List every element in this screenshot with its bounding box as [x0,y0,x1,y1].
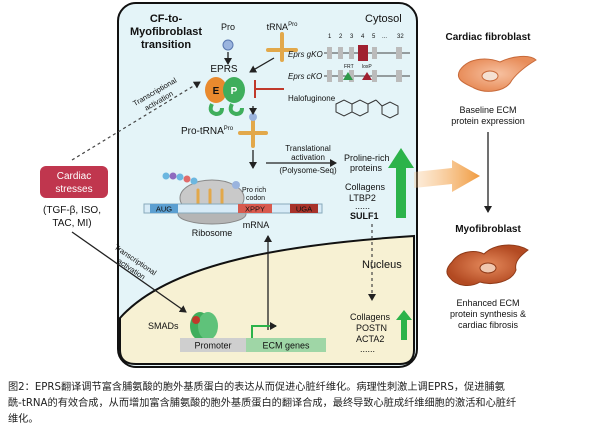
enhanced-line-2: protein synthesis & [450,309,526,319]
promoter-region [180,338,246,352]
svg-text:4: 4 [361,34,365,40]
halofuginone-label: Halofuginone [288,94,336,103]
caption-line-3: 维化。 [8,414,39,425]
orange-arrow-to-myofibroblast [414,160,480,192]
uga-codon: UGA [296,205,312,214]
cytosol-label: Cytosol [365,13,402,25]
uga-codon-box [290,204,318,213]
cardiac-stresses-line-2: stresses [55,184,92,195]
arrow-to-smads [71,231,187,313]
svg-text:...: ... [382,34,387,40]
translational-activation-line-1: Translational [285,144,331,153]
polypeptide-chain [162,172,198,185]
nuclear-postn-item: POSTN [356,323,387,333]
dashed-arrow-to-eprs [71,81,201,161]
mrna-strand [143,203,323,214]
nucleus-label: Nucleus [362,259,402,271]
eprs-p-domain: P [231,86,238,97]
aug-codon-box [150,204,178,213]
svg-text:2: 2 [339,34,343,40]
aug-codon: AUG [156,205,172,214]
svg-text:1: 1 [328,34,332,40]
title-line-1: CF-to- [150,13,183,25]
baseline-line-2: protein expression [451,116,525,126]
trna-icon [266,32,298,62]
ecm-genes-label: ECM genes [262,341,310,351]
cko-label: Eprs cKO [288,72,322,81]
eprs-label: EPRS [210,64,238,75]
ribosome-label: Ribosome [192,228,233,238]
gko-label: Eprs gKO [288,50,323,59]
title-line-2: Myofibroblast [130,26,202,38]
increase-arrow-nucleus [396,310,412,340]
frt-label: FRT [344,64,354,70]
cardiac-stresses-line-1: Cardiac [57,171,91,182]
xppy-codon-box [238,204,272,213]
svg-text:32: 32 [397,34,404,40]
protrna-icon [238,118,268,148]
nuclear-ellipsis-item: ...... [360,344,375,354]
protrna-label: Pro-tRNAPro [181,126,234,137]
translational-activation-line-3: (Polysome-Seq) [279,166,337,175]
increase-arrow-cytosol [388,148,414,218]
cardiac-fibroblast-label: Cardiac fibroblast [445,32,531,43]
myofibroblast-nucleus-icon [479,262,497,274]
ellipsis-item: ...... [355,201,370,211]
ecm-genes-region [246,338,326,352]
cardiac-stresses-box [40,166,108,198]
svg-text:5: 5 [372,34,376,40]
proline-molecule [222,39,234,51]
cko-gene-schematic [324,70,410,82]
smads-label: SMADs [148,321,179,331]
exon-numbers: 1 2 3 4 5 ... 32 [328,34,404,40]
pro-rich-codon-line-2: codon [246,195,265,202]
protrna-proline [249,113,257,121]
translational-activation-line-2: activation [291,153,325,162]
stress-list-line-2: TAC, MI) [52,218,91,229]
sulf1-item: SULF1 [350,211,379,221]
nuclear-collagens-item: Collagens [350,312,391,322]
pro-rich-codon-marker [232,181,240,189]
figure-caption: 图2：EPRS翻译调节富含脯氨酸的胞外基质蛋白的表达从而促进心脏纤维化。病理性刺… [8,380,592,428]
trna-label: tRNAPro [267,22,299,32]
title-line-3: transition [141,39,191,51]
transcription-start-arrow [251,322,277,338]
promoter-label: Promoter [194,341,231,351]
eprs-enzyme-icon [205,77,245,117]
eprs-e-domain: E [213,86,220,97]
svg-text:3: 3 [350,34,354,40]
fibroblast-nucleus-icon [481,70,499,82]
mrna-label: mRNA [243,220,270,230]
halofuginone-structure [335,99,399,119]
collagens-item: Collagens [345,182,386,192]
nuclear-acta2-item: ACTA2 [356,334,384,344]
gko-gene-schematic [324,45,410,61]
smads-icon [190,312,218,340]
pro-rich-codon-line-1: Pro rich [242,187,266,194]
pro-label: Pro [221,22,235,32]
xppy-codon: XPPY [245,205,265,214]
myofibroblast-label: Myofibroblast [455,224,521,235]
arrow-trna-to-eprs [249,57,275,73]
caption-line-2: 酰-tRNA的有效合成，从而增加富含脯氨酸的胞外基质蛋白的翻译合成，最终导致心脏… [8,398,517,409]
caption-line-1: 图2：EPRS翻译调节富含脯氨酸的胞外基质蛋白的表达从而促进心脏纤维化。病理性刺… [8,382,505,393]
enhanced-line-1: Enhanced ECM [456,298,519,308]
stress-list-line-1: (TGF-β, ISO, [43,205,101,216]
proline-rich-line-1: Proline-rich [344,153,390,163]
baseline-line-1: Baseline ECM [459,105,516,115]
enhanced-line-3: cardiac fibrosis [458,320,519,330]
loxp-label: loxP [362,64,372,70]
ltbp2-item: LTBP2 [349,193,376,203]
proline-rich-line-2: proteins [350,163,383,173]
